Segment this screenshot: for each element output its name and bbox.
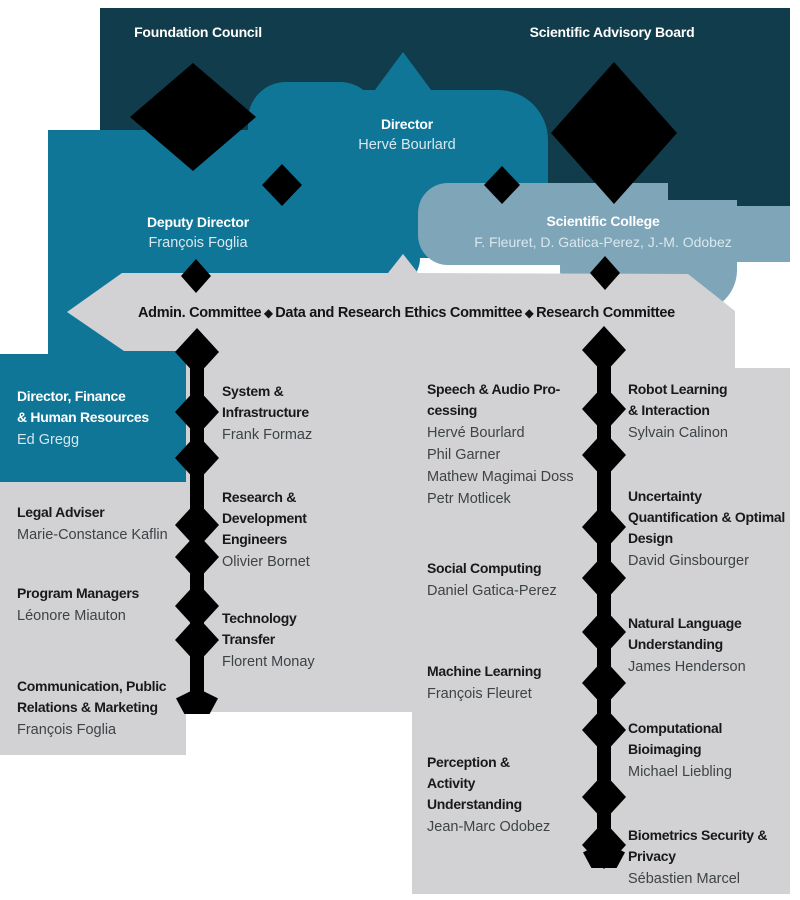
- unit-title-line: cessing: [427, 402, 478, 418]
- unit-member-name: Petr Motlicek: [427, 491, 511, 507]
- scientific-advisory-board-label: Scientific Advisory Board: [529, 24, 695, 40]
- diamond-separator-icon: ◆: [263, 306, 273, 320]
- unit-members: Frank Formaz: [222, 424, 312, 446]
- ethics-committee-label: Data and Research Ethics Committee: [275, 305, 523, 321]
- unit-member-name: Ed Gregg: [17, 432, 80, 448]
- unit-members: Florent Monay: [222, 651, 315, 673]
- deputy-director-title: Deputy Director: [146, 214, 250, 230]
- scientific-college-title: Scientific College: [546, 213, 660, 229]
- unit-members: Léonore Miauton: [17, 605, 139, 627]
- unit-title-line: Director, Finance: [17, 388, 126, 404]
- unit-title-line: Legal Adviser: [17, 504, 105, 520]
- committee-band: Admin. Committee ◆ Data and Research Eth…: [138, 305, 675, 321]
- unit-members: François Foglia: [17, 719, 166, 741]
- unit-title-line: Communication, Public: [17, 678, 167, 694]
- unit-member-name: Marie-Constance Kaflin: [17, 527, 168, 543]
- unit-member-name: François Foglia: [17, 722, 117, 738]
- unit-member-name: Léonore Miauton: [17, 608, 126, 624]
- unit-title-line: Robot Learning: [628, 381, 728, 397]
- foundation-council-label: Foundation Council: [134, 24, 262, 40]
- unit-title-line: Quantification & Optimal: [628, 509, 785, 525]
- unit-title-line: Program Managers: [17, 585, 140, 601]
- unit-members: Sébastien Marcel: [628, 868, 767, 890]
- unit-member-name: Frank Formaz: [222, 427, 313, 443]
- unit-title-line: Infrastructure: [222, 404, 309, 420]
- unit-title-line: Privacy: [628, 848, 676, 864]
- unit-member-name: David Ginsbourger: [628, 553, 749, 569]
- finance-unit-background: [0, 354, 186, 482]
- unit-members: Jean-Marc Odobez: [427, 816, 550, 838]
- unit-title-line: Transfer: [222, 631, 275, 647]
- unit-member-name: François Fleuret: [427, 686, 532, 702]
- unit-title-line: Relations & Marketing: [17, 699, 158, 715]
- unit-title-line: Machine Learning: [427, 663, 542, 679]
- unit-members: Ed Gregg: [17, 429, 149, 451]
- unit-members: James Henderson: [628, 656, 746, 678]
- unit-member-name: Hervé Bourlard: [427, 425, 525, 441]
- unit-title-line: System &: [222, 383, 284, 399]
- research-committee-label: Research Committee: [536, 305, 675, 321]
- unit-members: Sylvain Calinon: [628, 422, 728, 444]
- unit-member-name: James Henderson: [628, 659, 746, 675]
- director-title: Director: [380, 116, 434, 132]
- unit-member-name: Sylvain Calinon: [628, 425, 728, 441]
- unit-member-name: Daniel Gatica-Perez: [427, 583, 557, 599]
- unit-title-line: Natural Language: [628, 615, 742, 631]
- unit-title-line: Understanding: [427, 796, 522, 812]
- unit-member-name: Jean-Marc Odobez: [427, 819, 551, 835]
- unit-title-line: Social Computing: [427, 560, 542, 576]
- unit-members: Michael Liebling: [628, 761, 732, 783]
- unit-title-line: Engineers: [222, 531, 287, 547]
- unit-title-line: Research &: [222, 489, 297, 505]
- unit-finance: Director, Finance & Human Resources Ed Gre…: [17, 386, 149, 451]
- unit-title-line: Speech & Audio Pro-: [427, 381, 561, 397]
- unit-member-name: Florent Monay: [222, 654, 315, 670]
- unit-member-name: Phil Garner: [427, 447, 501, 463]
- unit-title-line: Perception &: [427, 754, 510, 770]
- unit-title-line: Biometrics Security &: [628, 827, 768, 843]
- unit-members: Marie-Constance Kaflin: [17, 524, 168, 546]
- unit-members: Daniel Gatica-Perez: [427, 580, 557, 602]
- deputy-director-name: François Foglia: [148, 235, 248, 251]
- unit-title-line: Computational: [628, 720, 723, 736]
- unit-title-line: Technology: [222, 610, 297, 626]
- unit-members: David Ginsbourger: [628, 550, 785, 572]
- unit-title-line: & Human Resources: [17, 409, 149, 425]
- unit-member-name: Michael Liebling: [628, 764, 732, 780]
- unit-title-line: Understanding: [628, 636, 723, 652]
- scientific-college-members: F. Fleuret, D. Gatica-Perez, J.-M. Odobe…: [474, 234, 732, 250]
- unit-title-line: Activity: [427, 775, 476, 791]
- unit-member-name: Sébastien Marcel: [628, 871, 741, 887]
- unit-member-name: Mathew Magimai Doss: [427, 469, 574, 485]
- unit-title-line: Design: [628, 530, 673, 546]
- diamond-separator-icon: ◆: [524, 306, 534, 320]
- unit-title-line: & Interaction: [628, 402, 710, 418]
- admin-units-background: [0, 482, 186, 755]
- unit-title-line: Development: [222, 510, 307, 526]
- unit-members: François Fleuret: [427, 683, 541, 705]
- unit-members: Olivier Bornet: [222, 551, 310, 573]
- unit-title-line: Uncertainty: [628, 488, 702, 504]
- unit-title-line: Bioimaging: [628, 741, 702, 757]
- admin-committee-label: Admin. Committee: [138, 305, 262, 321]
- unit-member-name: Olivier Bornet: [222, 554, 310, 570]
- director-name: Hervé Bourlard: [358, 137, 456, 153]
